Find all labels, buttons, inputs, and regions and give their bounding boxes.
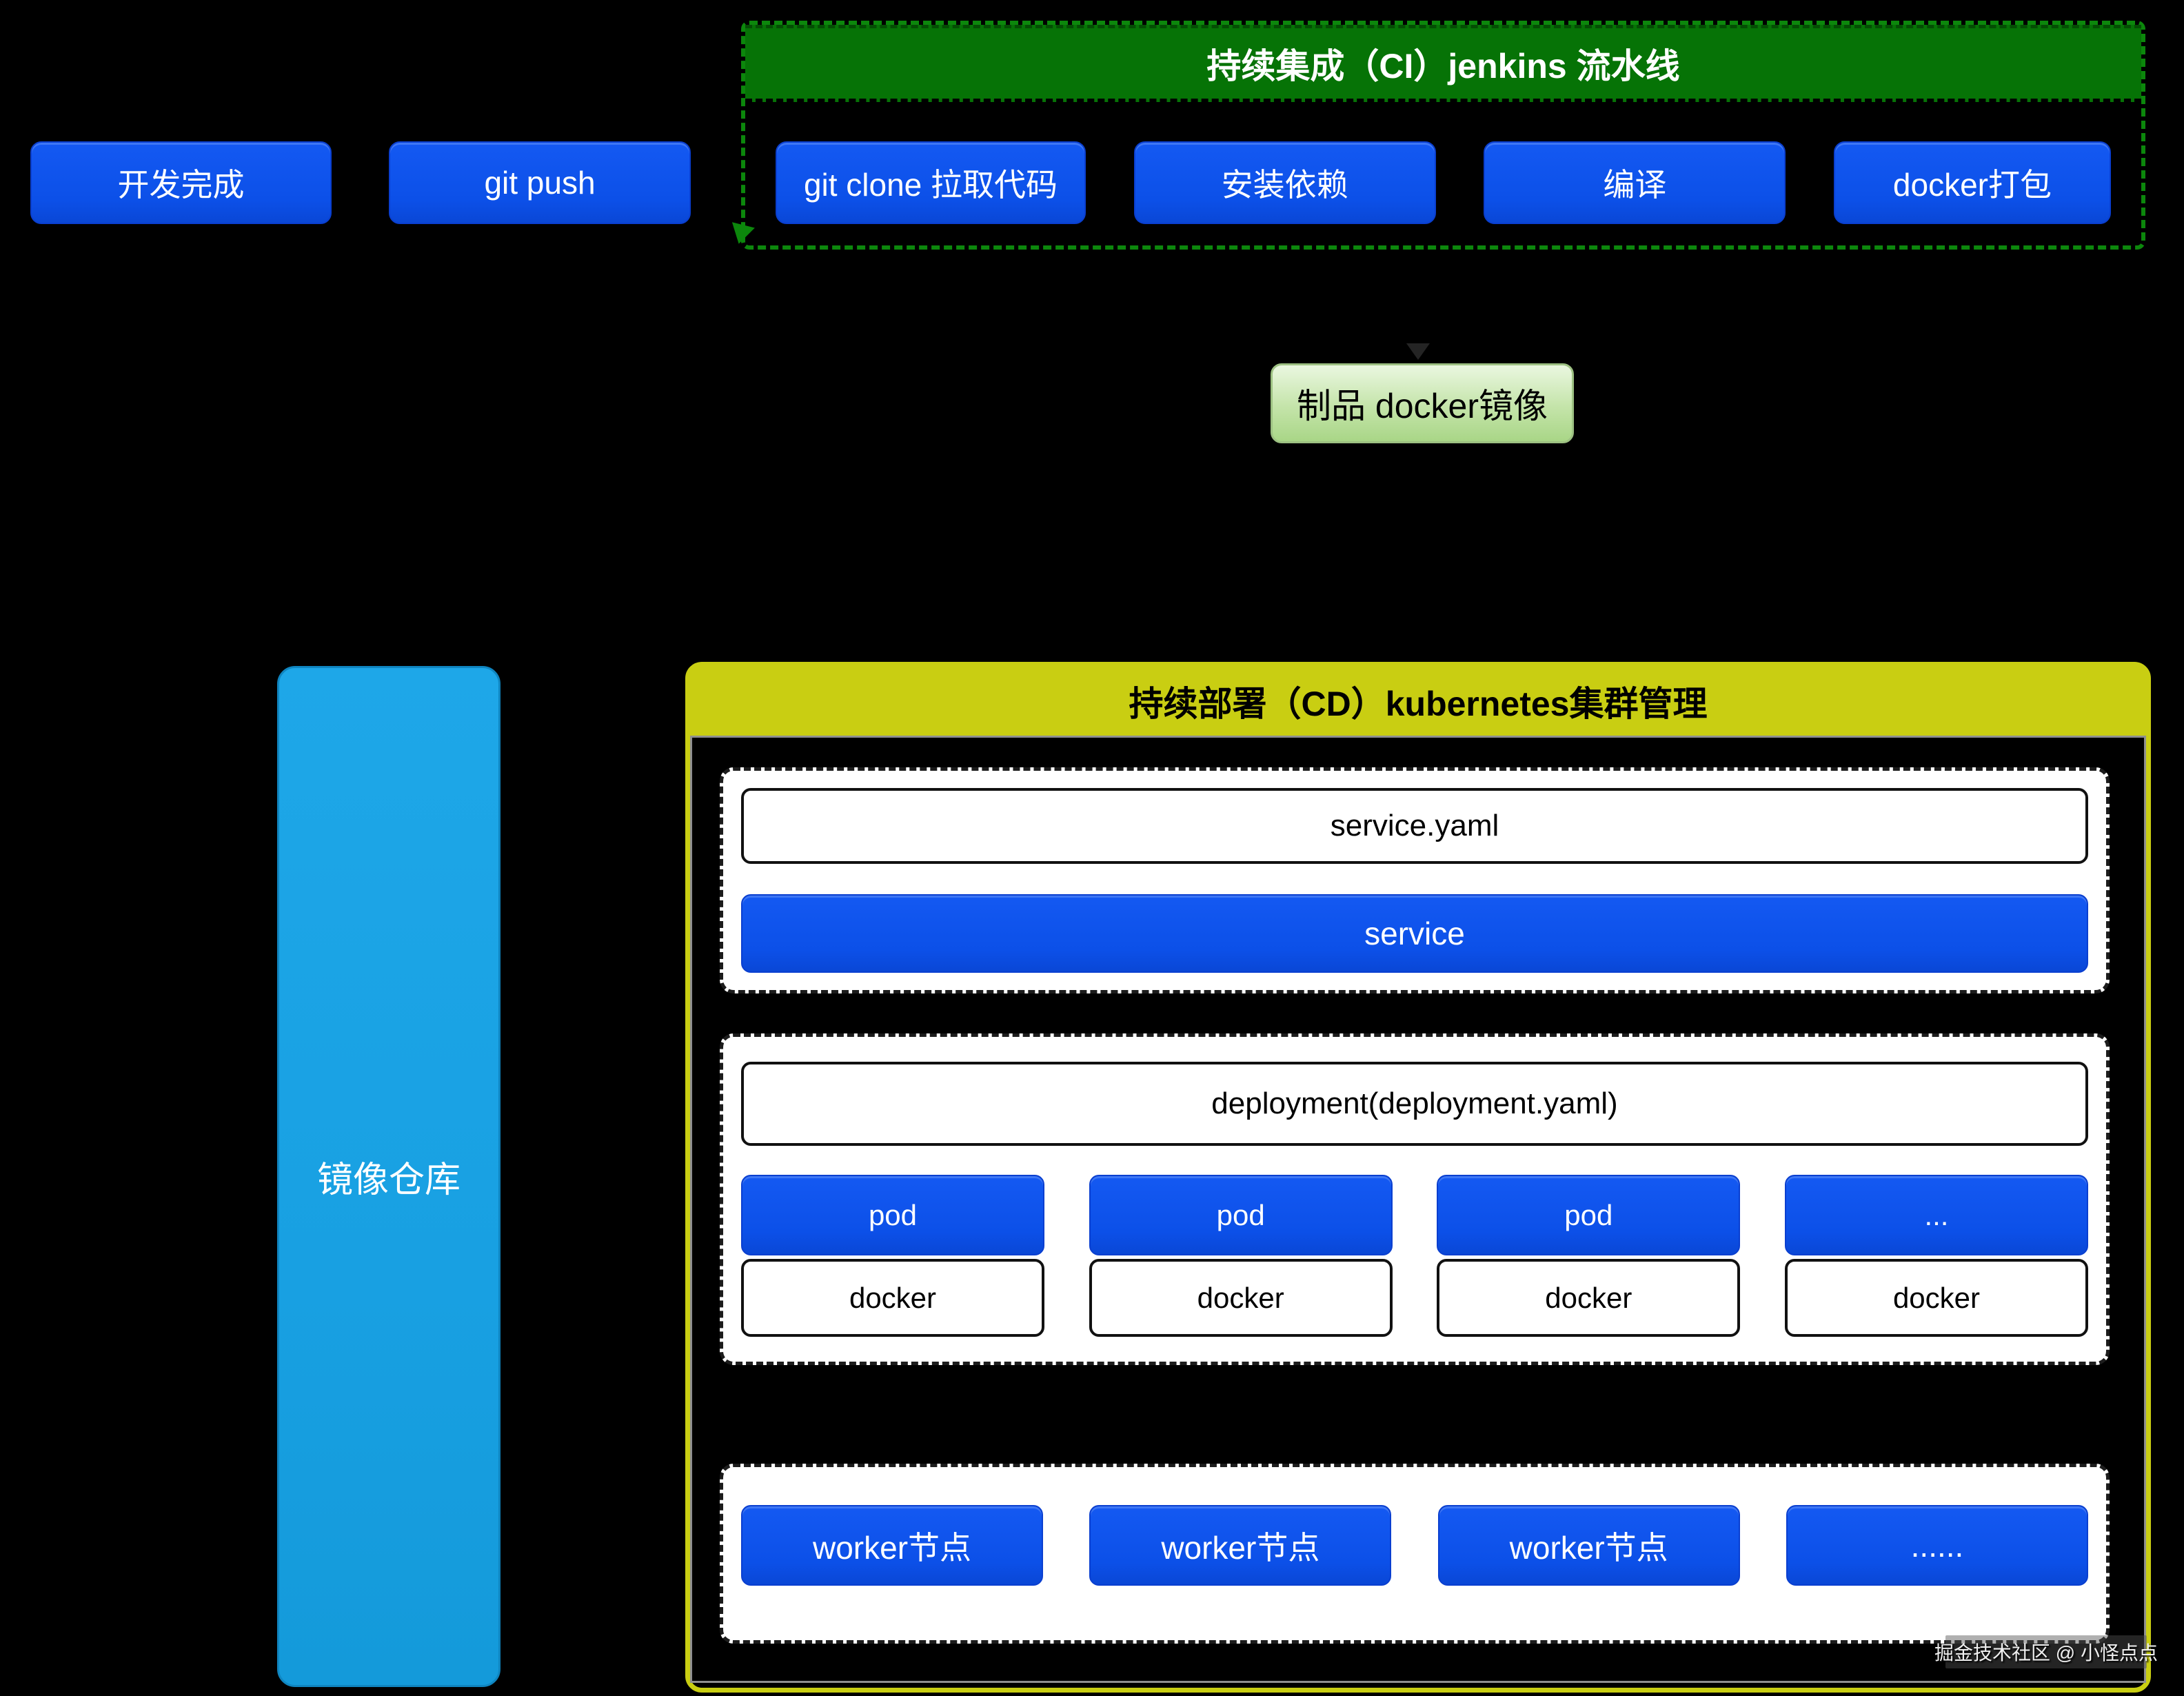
node-docker-build: docker打包 <box>1833 141 2111 224</box>
cd-container: 持续部署（CD）kubernetes集群管理 service.yaml serv… <box>685 662 2151 1693</box>
service-group: service.yaml service <box>720 767 2110 993</box>
node-deployment: deployment(deployment.yaml) <box>741 1062 2088 1146</box>
pod-column: pod docker <box>741 1175 1044 1337</box>
node-pod-2: pod <box>1089 1175 1393 1255</box>
node-git-push: git push <box>389 141 691 224</box>
ci-steps-row: git clone 拉取代码 安装依赖 编译 docker打包 <box>745 141 2141 224</box>
cd-title: 持续部署（CD）kubernetes集群管理 <box>690 667 2146 738</box>
ci-pipeline-container: 持续集成（CI）jenkins 流水线 git clone 拉取代码 安装依赖 … <box>741 21 2145 250</box>
node-pod-3: pod <box>1437 1175 1741 1255</box>
node-compile: 编译 <box>1484 141 1786 224</box>
node-install-deps: 安装依赖 <box>1133 141 1436 224</box>
cd-body: service.yaml service deployment(deployme… <box>690 738 2146 1683</box>
node-service: service <box>741 894 2088 973</box>
pod-column: ... docker <box>1784 1175 2088 1337</box>
node-git-clone: git clone 拉取代码 <box>776 141 1086 224</box>
node-worker-1: worker节点 <box>741 1505 1043 1586</box>
node-docker-4: docker <box>1784 1259 2088 1337</box>
node-docker-1: docker <box>741 1259 1044 1337</box>
node-artifact-docker-image: 制品 docker镜像 <box>1271 363 1574 443</box>
watermark: 掘金技术社区 @ 小怪点点 <box>1934 1635 2158 1668</box>
node-worker-2: worker节点 <box>1089 1505 1392 1586</box>
node-worker-more: ...... <box>1786 1505 2088 1586</box>
node-pod-1: pod <box>741 1175 1044 1255</box>
node-docker-3: docker <box>1437 1259 1741 1337</box>
node-worker-3: worker节点 <box>1437 1505 1740 1586</box>
pod-column: pod docker <box>1437 1175 1741 1337</box>
deployment-group: deployment(deployment.yaml) pod docker p… <box>720 1033 2110 1365</box>
node-pod-more: ... <box>1784 1175 2088 1255</box>
node-service-yaml: service.yaml <box>741 788 2088 865</box>
flow-arrowhead-down <box>1406 343 1430 360</box>
node-image-registry: 镜像仓库 <box>277 666 501 1687</box>
ci-pipeline-title: 持续集成（CI）jenkins 流水线 <box>745 25 2141 102</box>
pod-column: pod docker <box>1089 1175 1393 1337</box>
pods-row: pod docker pod docker pod docker ... doc… <box>723 1175 2106 1337</box>
node-docker-2: docker <box>1089 1259 1393 1337</box>
image-registry-label: 镜像仓库 <box>316 1160 461 1200</box>
worker-group: worker节点 worker节点 worker节点 ...... <box>720 1464 2110 1644</box>
node-dev-complete: 开发完成 <box>30 141 332 224</box>
